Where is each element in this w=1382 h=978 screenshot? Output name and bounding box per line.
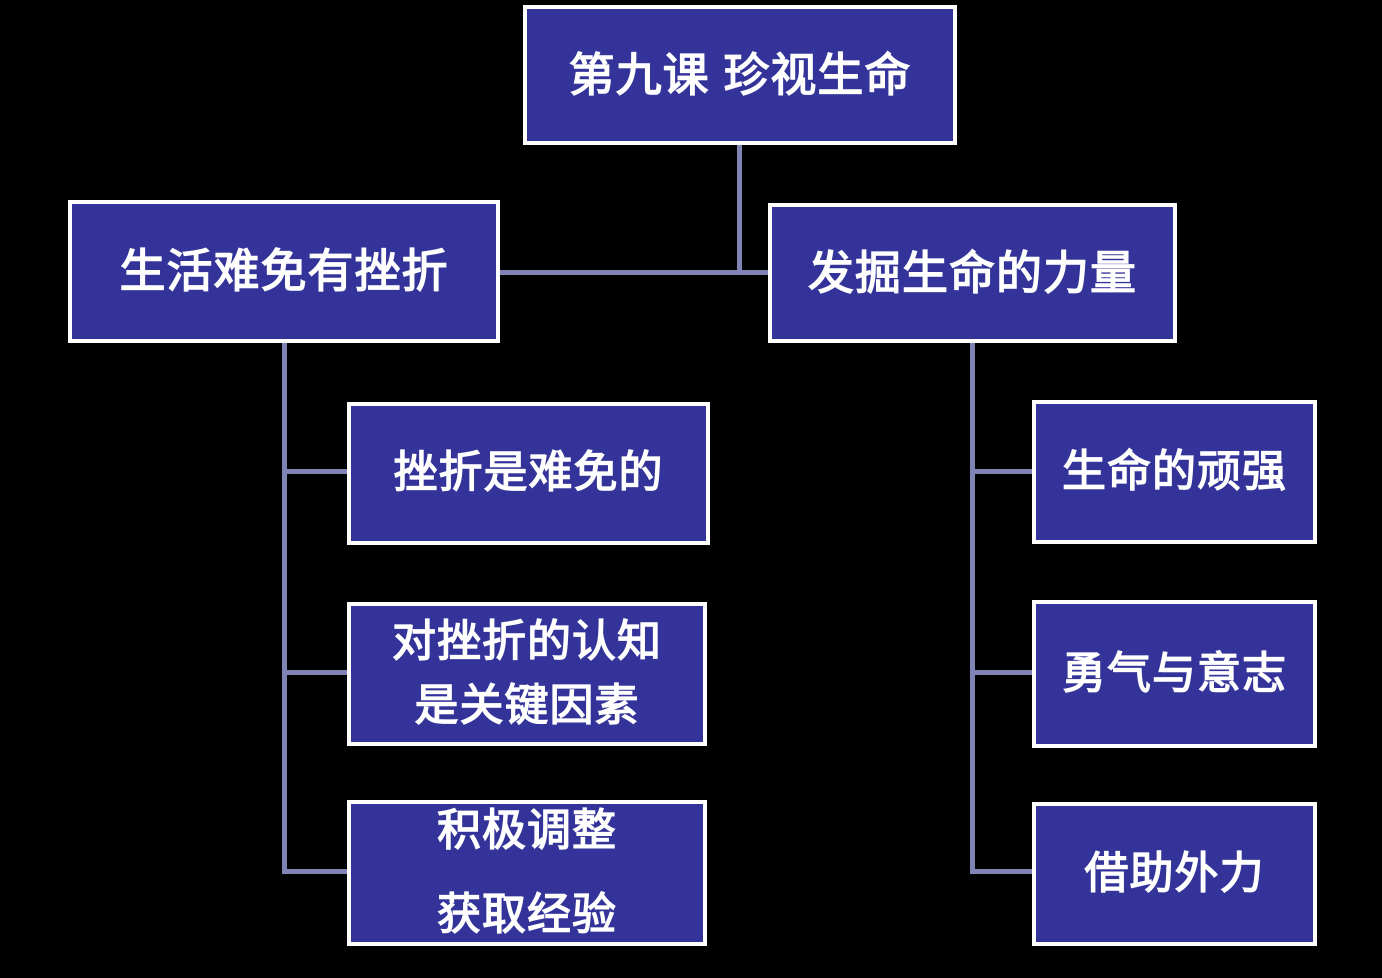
- connector-left-stub-3: [287, 869, 347, 874]
- connector-right-stub-3: [975, 869, 1032, 874]
- connector-parents-horizontal: [500, 270, 768, 275]
- node-label: 借助外力: [1084, 848, 1265, 898]
- connector-right-trunk: [970, 343, 975, 874]
- node-label: 挫折是难免的: [393, 448, 664, 498]
- node-left-child-2: 对挫折的认知 是关键因素: [347, 602, 707, 746]
- connector-right-stub-1: [975, 469, 1032, 474]
- node-label: 发掘生命的力量: [808, 246, 1137, 299]
- node-left-child-3: 积极调整 获取经验: [347, 800, 707, 946]
- node-right-child-1: 生命的顽强: [1032, 400, 1317, 544]
- node-lesson-title: 第九课 珍视生命: [523, 5, 957, 145]
- node-right-child-3: 借助外力: [1032, 802, 1317, 946]
- node-label-line-1: 积极调整: [437, 805, 617, 855]
- node-label-line-2: 是关键因素: [414, 681, 640, 730]
- node-label: 第九课 珍视生命: [568, 48, 912, 101]
- node-label-line-2: 获取经验: [437, 890, 617, 939]
- connector-left-stub-1: [287, 469, 347, 474]
- connector-root-vertical: [737, 145, 742, 272]
- node-left-child-1: 挫折是难免的: [347, 402, 710, 545]
- node-label: 生活难免有挫折: [119, 245, 449, 298]
- node-left-branch-title: 生活难免有挫折: [68, 200, 500, 343]
- node-label-line-1: 对挫折的认知: [392, 616, 662, 666]
- node-right-child-2: 勇气与意志: [1032, 600, 1317, 748]
- node-label: 勇气与意志: [1062, 648, 1287, 698]
- connector-right-stub-2: [975, 670, 1032, 675]
- connector-left-trunk: [282, 343, 287, 874]
- node-label: 生命的顽强: [1062, 446, 1287, 496]
- connector-left-stub-2: [287, 670, 347, 675]
- node-right-branch-title: 发掘生命的力量: [768, 203, 1177, 343]
